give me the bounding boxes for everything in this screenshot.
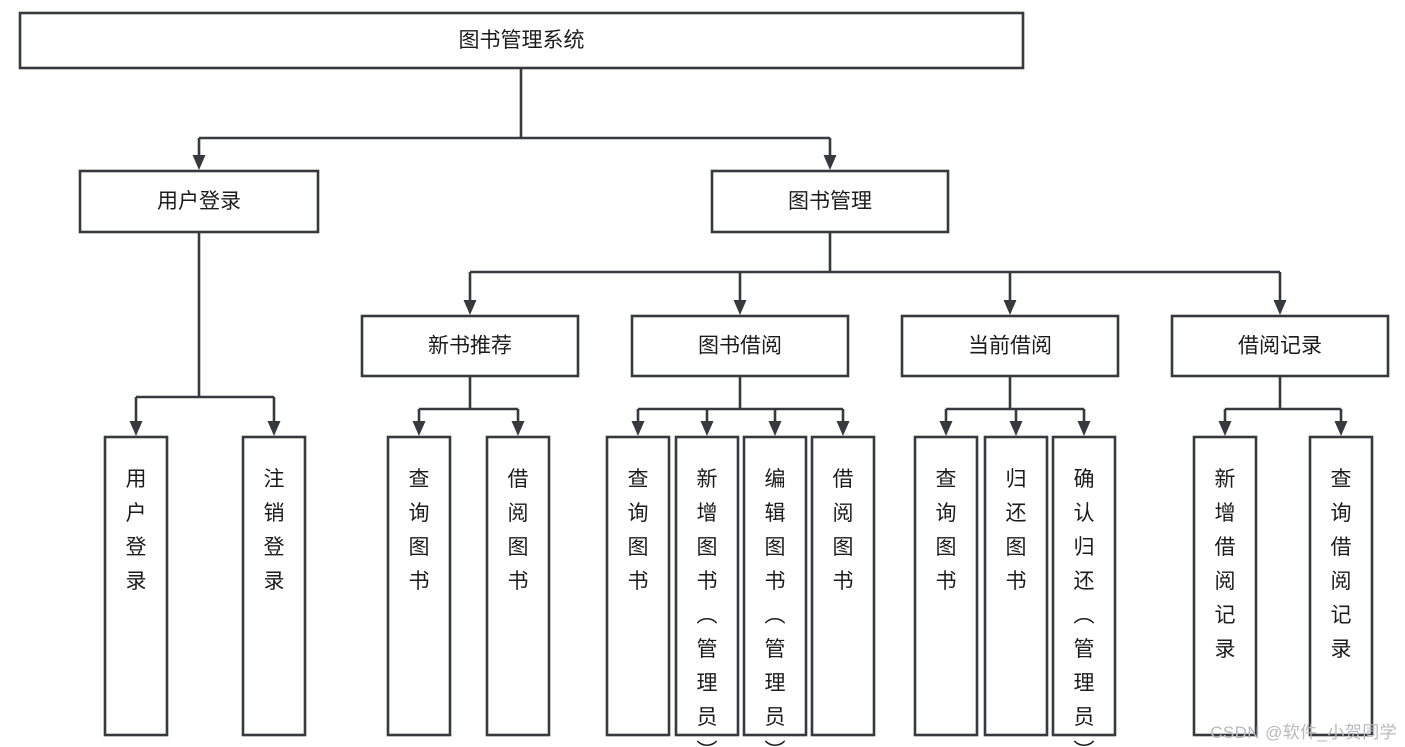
node-box[interactable] — [630, 314, 850, 378]
node-box[interactable] — [103, 435, 169, 737]
node-box[interactable] — [742, 435, 808, 737]
node-label: 新增借阅记录 — [1215, 468, 1236, 661]
node-box[interactable] — [1170, 314, 1390, 378]
node-box[interactable] — [485, 435, 551, 737]
node-label: 图书借阅 — [698, 335, 782, 358]
arrow-head-icon — [700, 421, 714, 436]
node-box[interactable] — [1308, 435, 1374, 737]
node-borrow-record[interactable]: 借阅记录 — [1170, 314, 1390, 378]
arrow-head-icon — [1077, 421, 1091, 436]
node-label: 用户登录 — [126, 468, 147, 593]
node-label: 借阅记录 — [1238, 335, 1322, 358]
node-label: 注销登录 — [264, 468, 285, 593]
node-label: 编辑图书︵管理员︶ — [765, 468, 786, 747]
node-book-management[interactable]: 图书管理 — [710, 169, 950, 234]
arrow-head-icon — [823, 155, 837, 170]
connector-group — [129, 232, 281, 436]
connector-group — [631, 376, 850, 436]
node-box[interactable] — [900, 314, 1120, 378]
node-box[interactable] — [360, 314, 580, 378]
node-root[interactable]: 图书管理系统 — [18, 11, 1025, 70]
node-new-book-recommend[interactable]: 新书推荐 — [360, 314, 580, 378]
node-leaf-query-record[interactable]: 查询借阅记录 — [1308, 435, 1374, 737]
node-label: 确认归还︵管理员︶ — [1074, 468, 1095, 747]
arrow-head-icon — [768, 421, 782, 436]
arrow-head-icon — [939, 421, 953, 436]
node-leaf-logout[interactable]: 注销登录 — [241, 435, 307, 737]
arrow-head-icon — [836, 421, 850, 436]
arrow-head-icon — [631, 421, 645, 436]
arrow-head-icon — [129, 421, 143, 436]
node-box[interactable] — [241, 435, 307, 737]
node-box[interactable] — [674, 435, 740, 737]
arrow-head-icon — [1334, 421, 1348, 436]
node-leaf-add-record[interactable]: 新增借阅记录 — [1192, 435, 1258, 737]
node-box[interactable] — [18, 11, 1025, 70]
node-layer: 图书管理系统用户登录图书管理新书推荐图书借阅当前借阅借阅记录用户登录注销登录查询… — [18, 11, 1390, 747]
node-label: 查询图书 — [628, 468, 649, 593]
arrow-head-icon — [412, 421, 426, 436]
node-leaf-query-book-borrow[interactable]: 查询图书 — [605, 435, 671, 737]
node-leaf-user-login[interactable]: 用户登录 — [103, 435, 169, 737]
connector-group — [1218, 376, 1348, 436]
node-label: 用户登录 — [157, 190, 241, 213]
node-box[interactable] — [386, 435, 452, 737]
node-label: 查询借阅记录 — [1331, 468, 1352, 661]
arrow-head-icon — [463, 300, 477, 315]
node-label: 归还图书 — [1006, 468, 1027, 593]
arrow-head-icon — [511, 421, 525, 436]
node-leaf-return-book[interactable]: 归还图书 — [983, 435, 1049, 737]
node-label: 借阅图书 — [508, 468, 529, 593]
node-current-borrow[interactable]: 当前借阅 — [900, 314, 1120, 378]
arrow-head-icon — [267, 421, 281, 436]
connector-layer — [129, 68, 1348, 436]
node-book-borrow[interactable]: 图书借阅 — [630, 314, 850, 378]
connector-group — [463, 232, 1287, 315]
node-label: 当前借阅 — [968, 335, 1052, 358]
node-leaf-borrow-book-rec[interactable]: 借阅图书 — [485, 435, 551, 737]
node-box[interactable] — [1051, 435, 1117, 737]
arrow-head-icon — [733, 300, 747, 315]
arrow-head-icon — [1003, 300, 1017, 315]
node-leaf-borrow-book[interactable]: 借阅图书 — [810, 435, 876, 737]
node-leaf-add-book[interactable]: 新增图书︵管理员︶ — [674, 435, 740, 747]
arrow-head-icon — [1273, 300, 1287, 315]
node-box[interactable] — [605, 435, 671, 737]
csdn-watermark: CSDN @软件_小贺同学 — [1210, 723, 1397, 742]
node-label: 借阅图书 — [833, 468, 854, 593]
node-leaf-edit-book[interactable]: 编辑图书︵管理员︶ — [742, 435, 808, 747]
node-label: 图书管理 — [788, 190, 872, 213]
arrow-head-icon — [192, 155, 206, 170]
node-user-login[interactable]: 用户登录 — [78, 169, 320, 234]
node-leaf-query-book-current[interactable]: 查询图书 — [913, 435, 979, 737]
node-leaf-confirm-return[interactable]: 确认归还︵管理员︶ — [1051, 435, 1117, 747]
node-box[interactable] — [810, 435, 876, 737]
arrow-head-icon — [1218, 421, 1232, 436]
connector-group — [192, 68, 837, 170]
arrow-head-icon — [1009, 421, 1023, 436]
node-leaf-query-book-rec[interactable]: 查询图书 — [386, 435, 452, 737]
node-box[interactable] — [78, 169, 320, 234]
node-label: 图书管理系统 — [459, 29, 585, 52]
node-label: 查询图书 — [936, 468, 957, 593]
node-label: 新书推荐 — [428, 335, 512, 358]
node-box[interactable] — [710, 169, 950, 234]
node-box[interactable] — [1192, 435, 1258, 737]
connector-group — [412, 376, 525, 436]
connector-group — [939, 376, 1091, 436]
node-label: 新增图书︵管理员︶ — [697, 468, 718, 747]
node-box[interactable] — [913, 435, 979, 737]
node-label: 查询图书 — [409, 468, 430, 593]
node-box[interactable] — [983, 435, 1049, 737]
